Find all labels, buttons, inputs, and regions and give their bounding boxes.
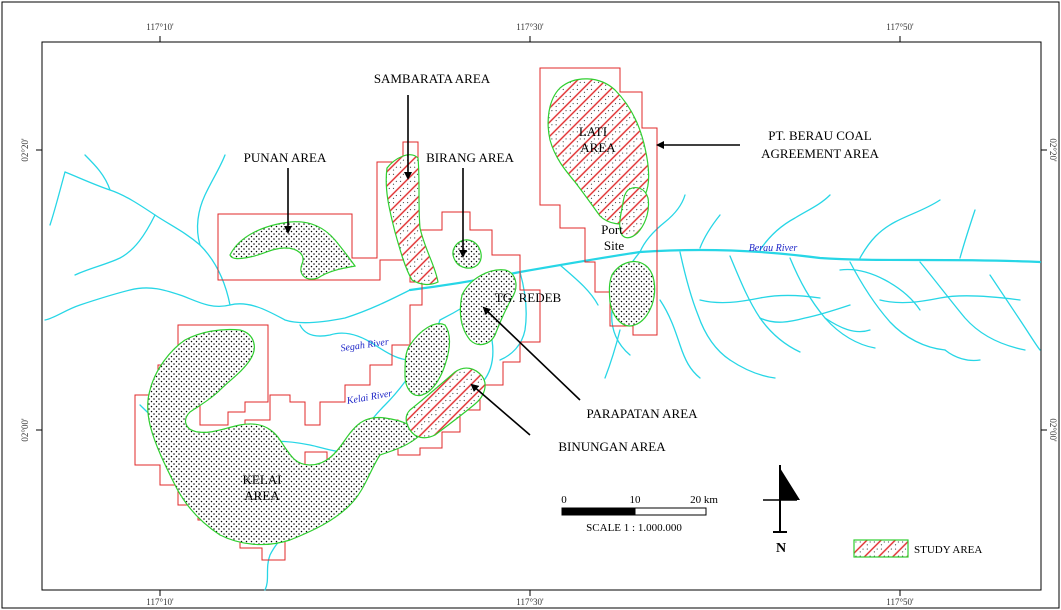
- birang-area-shape: [452, 239, 482, 269]
- coord-bottom-3: 117°50': [886, 597, 914, 607]
- label-binungan-area: BINUNGAN AREA: [558, 439, 666, 454]
- label-berau-river: Berau River: [749, 243, 798, 254]
- coord-top-2: 117°30': [516, 22, 544, 32]
- label-tg-redeb: TG. REDEB: [495, 290, 562, 305]
- coord-top-1: 117°10': [146, 22, 174, 32]
- scale-tick-0: 0: [561, 494, 567, 506]
- legend-study-area-label: STUDY AREA: [914, 544, 982, 556]
- kelai-river-area-shape: [404, 323, 451, 397]
- coord-top-3: 117°50': [886, 22, 914, 32]
- label-kelai-line2: AREA: [244, 488, 280, 503]
- coordinate-ticks: [36, 36, 1047, 596]
- label-parapatan-area: PARAPATAN AREA: [586, 406, 698, 421]
- hatched-study-areas: [385, 78, 650, 439]
- coord-right-1: 02°20': [1048, 138, 1058, 162]
- coord-left-1: 02°20': [20, 138, 30, 162]
- punan-area-shape: [229, 221, 357, 280]
- label-sambarata-area: SAMBARATA AREA: [374, 71, 491, 86]
- kelai-area-shape: [147, 328, 421, 546]
- label-pointers: [284, 95, 740, 436]
- label-agreement-line2: AGREEMENT AREA: [761, 146, 879, 161]
- binungan-area-shape: [405, 367, 486, 439]
- coord-bottom-1: 117°10': [146, 597, 174, 607]
- sambarata-area-shape: [385, 154, 439, 286]
- map-frame: [41, 41, 1042, 591]
- scale-tick-20: 20 km: [690, 494, 718, 506]
- label-lati-line1: LATI: [579, 124, 607, 139]
- scale-tick-10: 10: [630, 494, 642, 506]
- dotted-study-areas: [147, 221, 656, 546]
- coord-bottom-2: 117°30': [516, 597, 544, 607]
- label-punan-area: PUNAN AREA: [244, 150, 327, 165]
- label-birang-area: BIRANG AREA: [426, 150, 514, 165]
- coord-right-2: 02°00': [1048, 418, 1058, 442]
- label-agreement-line1: PT. BERAU COAL: [768, 128, 871, 143]
- scale-bar: [561, 507, 707, 516]
- label-port-line1: Port: [601, 222, 623, 237]
- legend-study-area-swatch: [853, 539, 909, 558]
- port-area-shape: [619, 187, 650, 239]
- coord-left-2: 02°00': [20, 418, 30, 442]
- label-lati-line2: AREA: [580, 140, 616, 155]
- north-label: N: [776, 541, 786, 556]
- east-area-shape: [608, 261, 656, 327]
- label-segah-river: Segah River: [340, 337, 390, 355]
- label-port-line2: Site: [604, 238, 624, 253]
- label-kelai-line1: KELAI: [243, 472, 282, 487]
- north-arrow-icon: [763, 465, 800, 533]
- scale-label: SCALE 1 : 1.000.000: [586, 522, 682, 534]
